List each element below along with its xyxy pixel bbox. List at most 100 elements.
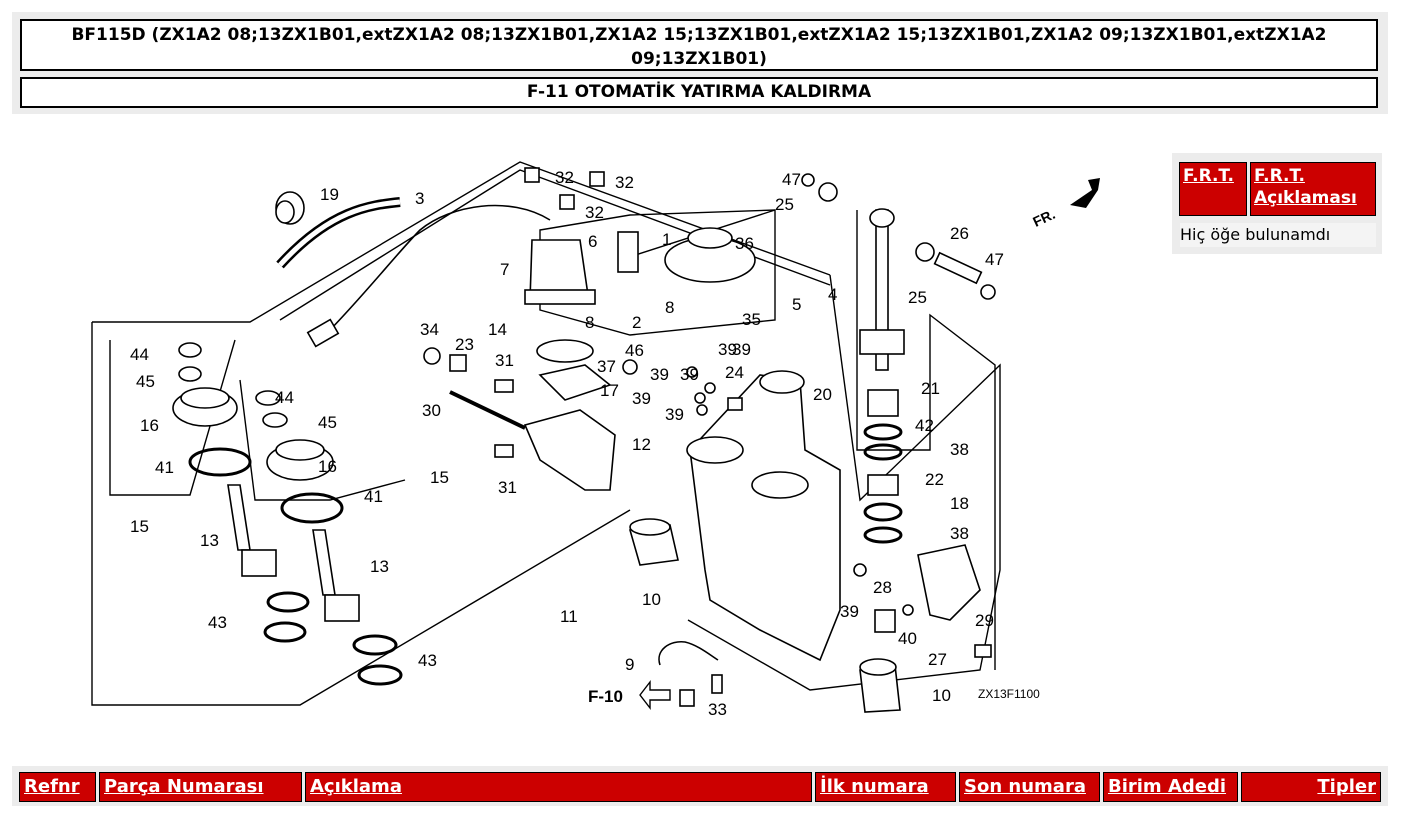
callout-37: 37 (597, 357, 616, 376)
callout-3: 3 (415, 189, 424, 208)
callout-39-16: 39 (718, 340, 737, 359)
ref-page-label: F-10 (588, 687, 623, 706)
callout-25-20: 25 (908, 288, 927, 307)
section-title: F-11 OTOMATİK YATIRMA KALDIRMA (20, 77, 1378, 108)
pump-6 (617, 231, 639, 273)
frt-empty-message: Hiç öğe bulunamdı (1180, 223, 1376, 247)
callout-13-3: 13 (370, 557, 389, 576)
callout-2: 2 (632, 313, 641, 332)
callout-18: 18 (950, 494, 969, 513)
page-header: BF115D (ZX1A2 08;13ZX1B01,extZX1A2 08;13… (12, 12, 1388, 114)
callout-31-9: 31 (498, 478, 517, 497)
callout-41: 41 (155, 458, 174, 477)
callout-25: 25 (775, 195, 794, 214)
callout-30: 30 (422, 401, 441, 420)
callout-24: 24 (725, 363, 744, 382)
column-part-number[interactable]: Parça Numarası (99, 772, 302, 802)
column-first-number[interactable]: İlk numara (815, 772, 956, 802)
parts-diagram: FR. F-10 ZX13F1100 123456789101112131415… (91, 161, 1100, 719)
bolt-30 (449, 390, 526, 430)
callout-26: 26 (950, 224, 969, 243)
frt-column-header[interactable]: F.R.T. (1179, 162, 1247, 216)
callout-39-14: 39 (632, 389, 651, 408)
fr-label: FR. (1030, 206, 1057, 230)
callout-36: 36 (735, 234, 754, 253)
model-title: BF115D (ZX1A2 08;13ZX1B01,extZX1A2 08;13… (20, 19, 1378, 71)
callout-11: 11 (560, 607, 578, 626)
callout-33: 33 (708, 700, 727, 719)
callout-29: 29 (975, 611, 994, 630)
callout-21: 21 (921, 379, 940, 398)
callout-40: 40 (898, 629, 917, 648)
rod-13-right (312, 529, 336, 596)
frame-outline-top (92, 161, 831, 323)
frt-panel: F.R.T. F.R.T. Açıklaması Hiç öğe bulunam… (1172, 153, 1382, 254)
ground-strap-9 (658, 640, 719, 666)
callout-46: 46 (625, 341, 644, 360)
column-description[interactable]: Açıklama (305, 772, 812, 802)
callout-38-19: 38 (950, 524, 969, 543)
callout-38: 38 (950, 440, 969, 459)
column-last-number[interactable]: Son numara (959, 772, 1100, 802)
rod-13-left (227, 484, 251, 551)
callout-39: 39 (680, 365, 699, 384)
callout-32: 32 (555, 168, 574, 187)
callout-5: 5 (792, 295, 801, 314)
callout-8: 8 (585, 313, 594, 332)
callout-19: 19 (320, 185, 339, 204)
callout-16-5: 16 (318, 457, 337, 476)
column-types[interactable]: Tipler (1241, 772, 1381, 802)
callout-32-10: 32 (615, 173, 634, 192)
ref-arrow-f10: F-10 (588, 679, 671, 711)
callout-7: 7 (500, 260, 509, 279)
callout-10-22: 10 (932, 686, 951, 705)
callout-39-13: 39 (650, 365, 669, 384)
callout-41-6: 41 (364, 487, 383, 506)
callout-43: 43 (208, 613, 227, 632)
callout-43-2: 43 (418, 651, 437, 670)
callout-17: 17 (600, 381, 619, 400)
frt-description-column-header[interactable]: F.R.T. Açıklaması (1250, 162, 1376, 216)
callout-44: 44 (130, 345, 149, 364)
callout-22: 22 (925, 470, 944, 489)
callout-15-4: 15 (130, 517, 149, 536)
callout-13: 13 (200, 531, 219, 550)
cylinder-body-11 (689, 374, 841, 662)
callout-34: 34 (420, 320, 439, 339)
callout-47-21: 47 (985, 250, 1004, 269)
pin-26 (933, 251, 983, 285)
parts-table-header: Refnr Parça Numarası Açıklama İlk numara… (12, 766, 1388, 806)
column-unit-quantity[interactable]: Birim Adedi (1103, 772, 1238, 802)
callout-4: 4 (828, 285, 837, 304)
callout-44-7: 44 (275, 388, 294, 407)
callout-8-12: 8 (665, 298, 674, 317)
callout-35: 35 (742, 310, 761, 329)
callout-12: 12 (632, 435, 651, 454)
diagram-code: ZX13F1100 (978, 687, 1040, 701)
callout-39-15: 39 (665, 405, 684, 424)
callout-1: 1 (662, 230, 671, 249)
callout-45: 45 (136, 372, 155, 391)
motor-cable (324, 204, 551, 336)
column-refnr[interactable]: Refnr (19, 772, 96, 802)
frame-outline-left (91, 322, 631, 706)
callout-14: 14 (488, 320, 507, 339)
callout-6: 6 (588, 232, 597, 251)
callout-16: 16 (140, 416, 159, 435)
callout-32-11: 32 (585, 203, 604, 222)
front-direction-arrow: FR. (1030, 178, 1100, 230)
callout-47: 47 (782, 170, 801, 189)
callout-20: 20 (813, 385, 832, 404)
callout-9: 9 (625, 655, 634, 674)
callout-39-18: 39 (840, 602, 859, 621)
cover-27 (917, 544, 981, 621)
callout-28: 28 (873, 578, 892, 597)
piston-21 (867, 389, 899, 417)
callout-45-8: 45 (318, 413, 337, 432)
callout-10: 10 (642, 590, 661, 609)
o-ring-37 (536, 339, 594, 363)
frame-outline-right (687, 274, 1001, 691)
callout-39-17: 39 (732, 340, 751, 359)
callout-23: 23 (455, 335, 474, 354)
